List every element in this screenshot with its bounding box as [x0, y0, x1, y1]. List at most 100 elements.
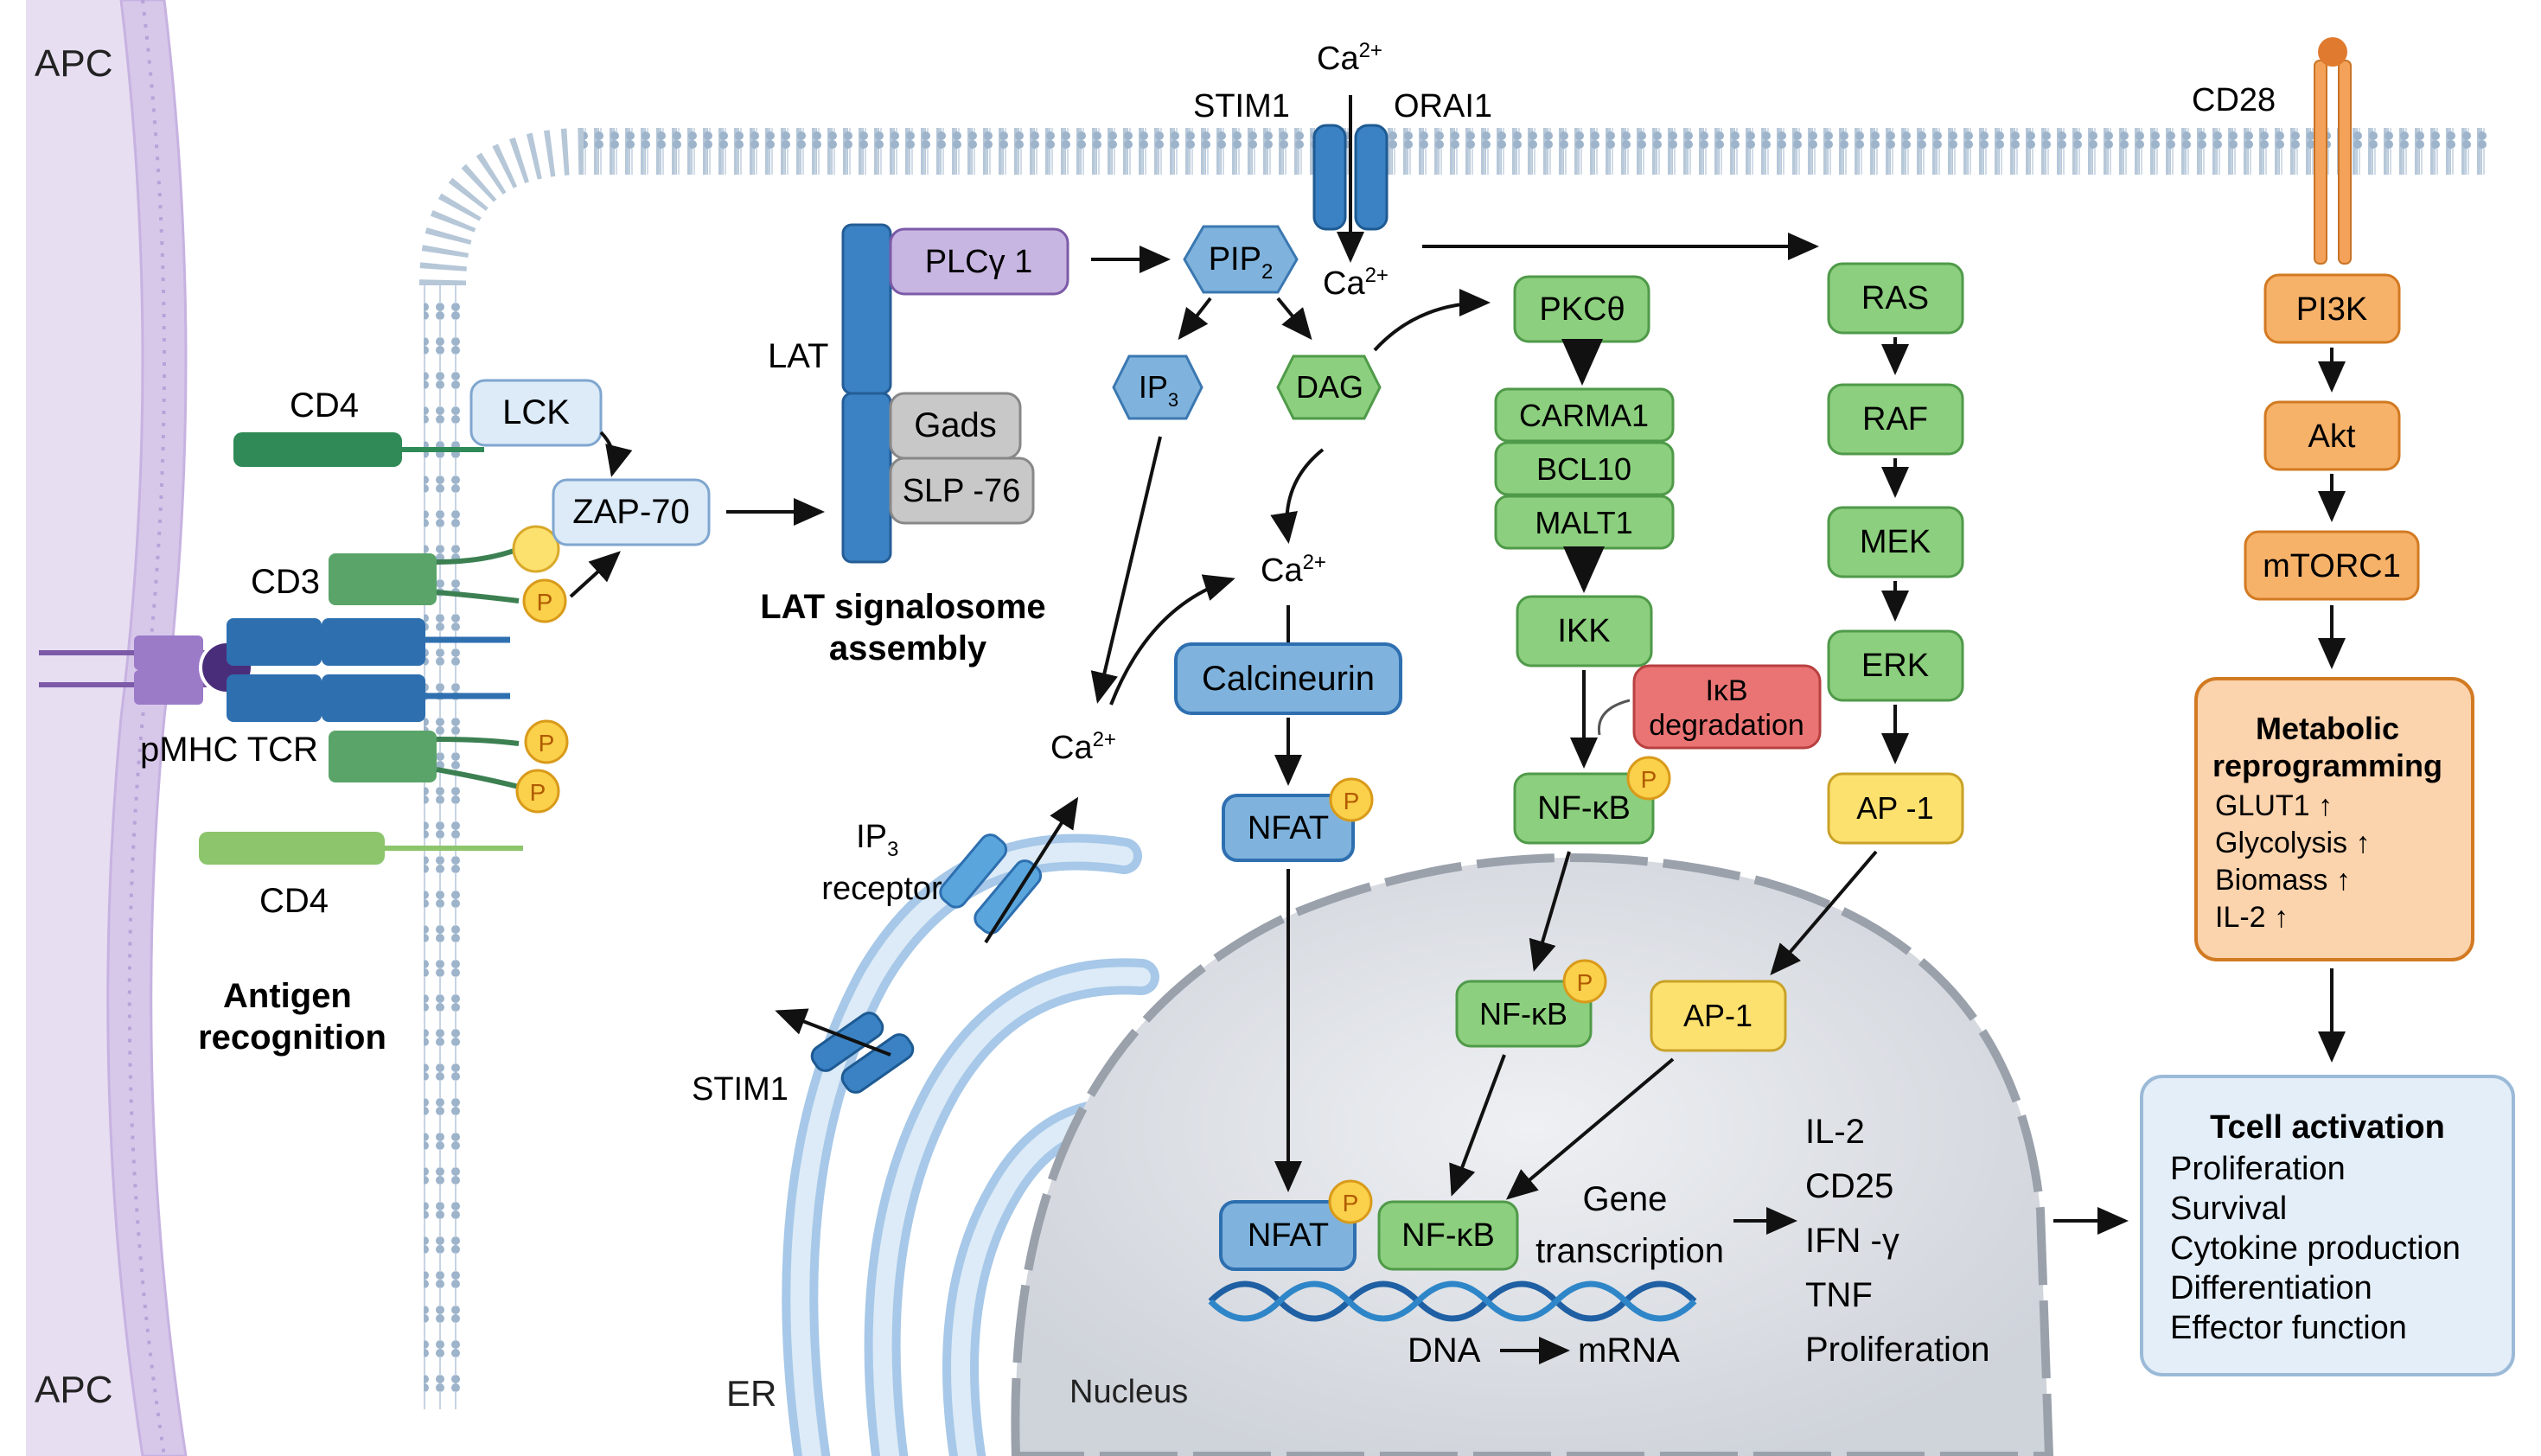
svg-text:P: P [539, 730, 555, 757]
stim1-top-label: STIM1 [1193, 88, 1290, 125]
ca-dag-label: Ca2+ [1261, 551, 1326, 589]
ca-top-label: Ca2+ [1317, 39, 1382, 77]
output-item: IFN -γ [1805, 1222, 1899, 1260]
nfat-nuc-node: NFAT [1219, 1200, 1357, 1271]
svg-text:LCK: LCK [502, 393, 570, 431]
nfat-cyto-node: NFAT [1222, 794, 1355, 862]
tcr-complex [39, 432, 523, 865]
dag-node: DAG [1276, 354, 1382, 420]
lat-signalosome-label: LAT signalosome assembly [760, 588, 1056, 667]
zap70-node: ZAP-70 [552, 478, 711, 546]
nfkb-cyto-node: NF-κB [1513, 772, 1655, 845]
nfkb-nuc-node: NF-κB [1377, 1200, 1519, 1271]
ip3-receptor-label: IP3 receptor [821, 819, 942, 907]
antigen-recognition-label: Antigen recognition [198, 977, 386, 1057]
svg-text:NF-κB: NF-κB [1537, 790, 1631, 827]
svg-text:NF-κB: NF-κB [1401, 1217, 1495, 1254]
phospho-badge: P [1328, 1179, 1373, 1224]
tcell-membrane [419, 128, 2490, 1409]
activation-item: Effector function [2170, 1310, 2407, 1346]
cd3-itam-circle [512, 525, 560, 573]
cd3-label: CD3 [251, 563, 320, 601]
akt-node: Akt [2263, 400, 2401, 471]
ap1-to-dna-arrow [1505, 1057, 1675, 1200]
svg-text:IKK: IKK [1557, 613, 1610, 649]
mrna-label: mRNA [1578, 1331, 1680, 1370]
nfkb-nuc-entry-node: NF-κB [1455, 980, 1593, 1048]
svg-text:PIP2: PIP2 [1209, 241, 1274, 284]
activation-item: Proliferation [2170, 1151, 2346, 1187]
apc-top-label: APC [35, 42, 112, 85]
orai1-channel [1312, 95, 1389, 263]
nucleus-label: Nucleus [1069, 1374, 1188, 1410]
svg-text:P: P [537, 589, 553, 616]
ap1-nuc-node: AP-1 [1650, 980, 1787, 1052]
output-item: CD25 [1805, 1167, 1893, 1205]
ca-er-label: Ca2+ [1050, 728, 1116, 766]
pi3k-node: PI3K [2263, 273, 2401, 344]
svg-text:P: P [1343, 1190, 1359, 1217]
orai1-label: ORAI1 [1394, 88, 1492, 125]
svg-text:MEK: MEK [1860, 524, 1931, 560]
stim1-er-arrow [775, 1008, 891, 1057]
metabolic-item: IL-2 ↑ [2215, 901, 2289, 934]
svg-text:MALT1: MALT1 [1535, 505, 1632, 540]
erk-node: ERK [1827, 629, 1964, 702]
ip3-to-ca-arrow [1090, 436, 1162, 704]
svg-text:PKCθ: PKCθ [1539, 291, 1625, 328]
svg-text:BCL10: BCL10 [1536, 451, 1631, 487]
bcl10-node: BCL10 [1494, 441, 1675, 496]
stim1-er-channel [810, 1012, 915, 1094]
dag-to-pkc-arrow [1373, 289, 1491, 352]
dag-to-ca-arrow [1270, 448, 1325, 544]
dna-label: DNA [1408, 1331, 1481, 1370]
svg-text:RAF: RAF [1862, 401, 1928, 437]
svg-text:ZAP-70: ZAP-70 [572, 493, 690, 531]
svg-text:Gads: Gads [914, 406, 997, 444]
ca-inside-label: Ca2+ [1323, 264, 1389, 302]
pip2-to-ip3-arrow [1178, 297, 1212, 341]
svg-text:AP -1: AP -1 [1856, 790, 1933, 826]
svg-text:NFAT: NFAT [1248, 1217, 1329, 1254]
pkc-node: PKCθ [1513, 275, 1650, 343]
svg-text:CARMA1: CARMA1 [1519, 398, 1649, 433]
ip3-node: IP3 [1112, 354, 1203, 420]
phospho-badge: P [1329, 777, 1374, 822]
output-item: Proliferation [1805, 1331, 1989, 1369]
ca-to-ca-arrow [1109, 574, 1235, 706]
svg-text:P: P [1641, 766, 1657, 793]
activation-item: Survival [2170, 1191, 2287, 1227]
nfkb-to-nucleus-arrow [1529, 851, 1571, 972]
pip2-node: PIP2 [1183, 225, 1299, 294]
cd4-top-label: CD4 [290, 386, 359, 425]
dna-helix [1208, 1280, 1697, 1322]
mtorc1-node: mTORC1 [2244, 530, 2420, 601]
metabolic-item: Biomass ↑ [2215, 864, 2351, 897]
svg-text:Calcineurin: Calcineurin [1202, 660, 1375, 698]
phospho-badge: P [522, 578, 567, 623]
svg-text:ERK: ERK [1861, 648, 1929, 684]
tcell-activation-box: Tcell activation Proliferation Survival … [2140, 1075, 2515, 1376]
malt1-node: MALT1 [1494, 495, 1675, 550]
svg-text:P: P [1577, 969, 1593, 996]
svg-text:Tcell activation: Tcell activation [2210, 1109, 2445, 1146]
raf-node: RAF [1827, 383, 1964, 456]
svg-text:NF-κB: NF-κB [1479, 996, 1567, 1031]
nfkb-to-dna-arrow [1449, 1054, 1506, 1197]
cd4-bottom-label: CD4 [259, 882, 329, 920]
lck-to-zap-arrow [599, 431, 633, 477]
mek-node: MEK [1827, 506, 1964, 578]
lat-label: LAT [768, 337, 828, 375]
phospho-badge: P [1562, 959, 1607, 1004]
output-item: IL-2 [1805, 1113, 1865, 1151]
slp76-node: SLP -76 [889, 457, 1035, 525]
ikk-node: IKK [1516, 595, 1653, 667]
svg-text:DAG: DAG [1296, 369, 1363, 405]
phospho-badge: P [515, 769, 560, 814]
ap1-cyto-node: AP -1 [1827, 772, 1964, 845]
metabolic-item: GLUT1 ↑ [2215, 789, 2333, 822]
